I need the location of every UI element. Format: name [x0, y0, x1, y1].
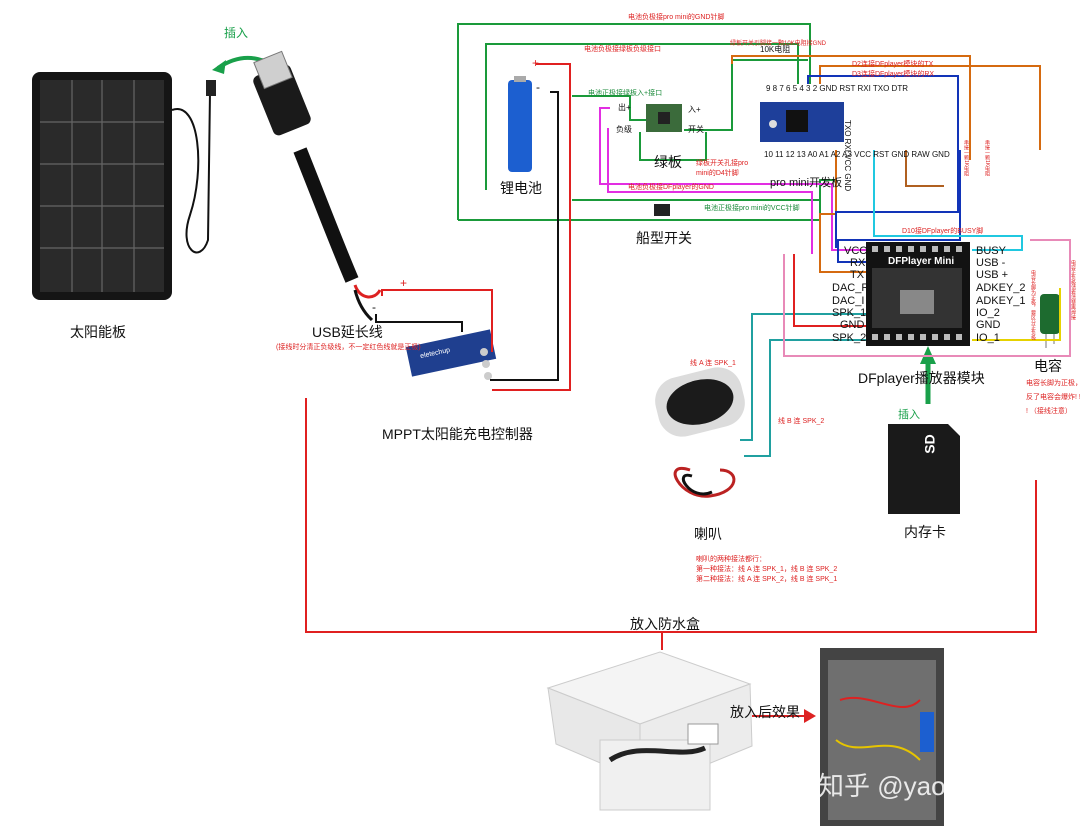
- df-pin-spk2: SPK_2: [832, 332, 867, 344]
- df-pin-tx: TX: [850, 269, 865, 281]
- df-pin-vcc: VCC: [844, 245, 868, 257]
- note-cap-side: 电容正负极请看清楚再焊接: [1070, 260, 1076, 320]
- boat-switch-label: 船型开关: [636, 230, 692, 246]
- usb-ext-note: (接线时分清正负级线，不一定红色线就是正极): [276, 344, 421, 351]
- pro-mini-side: TXO RXI VCC GND: [843, 120, 852, 192]
- resistor-label: 10K电阻: [760, 45, 791, 54]
- speaker-label: 喇叭: [694, 526, 722, 542]
- mppt-label: MPPT太阳能充电控制器: [382, 426, 533, 442]
- card-sd-label: SD: [921, 434, 938, 454]
- insert-card-label: 插入: [898, 409, 920, 421]
- usb-cable-image: [253, 50, 382, 322]
- gb-in-plus: 入+: [688, 105, 701, 114]
- after-effect-label: 放入后效果: [730, 704, 800, 720]
- note-resistor: 绿板开关引脚接一颗10K电阻接GND: [730, 41, 827, 47]
- note-minus-green: 电池负极接绿板负级接口: [584, 46, 661, 53]
- speaker-image: [655, 367, 745, 498]
- gb-out-plus: 出+: [618, 103, 631, 112]
- df-pin-rx: RX: [850, 257, 866, 269]
- solar-panel-label: 太阳能板: [70, 324, 126, 340]
- memory-card-label: 内存卡: [904, 524, 946, 540]
- note-gnd-top: 电池负极接pro mini的GND针脚: [628, 14, 725, 21]
- note-side-2: 串接一颗1K电阻: [984, 140, 990, 177]
- df-pin-adkey1: ADKEY_1: [976, 295, 1026, 307]
- gb-switch: 开关: [688, 125, 704, 134]
- result-photo: [820, 648, 944, 826]
- memory-card-image: [888, 424, 960, 514]
- green-board-label: 绿板: [654, 154, 682, 170]
- df-pin-usb-plus: USB +: [976, 269, 1009, 281]
- df-pin-io2: IO_2: [976, 307, 1000, 319]
- note-switch-d4: 绿板开关孔接pro mini的D4针脚: [696, 160, 749, 177]
- mppt-board-image: [405, 329, 497, 380]
- pro-mini-top-row: 9 8 7 6 5 4 3 2 GND RST RXI TXO DTR: [766, 84, 908, 93]
- df-pin-gnd: GND: [840, 319, 865, 331]
- df-pin-adkey2: ADKEY_2: [976, 282, 1026, 294]
- dfplayer-label: DFplayer播放器模块: [858, 370, 985, 386]
- boat-switch-image: [654, 204, 670, 216]
- pro-mini-image: [760, 102, 844, 142]
- note-d10: D10接DFplayer的BUSY脚: [902, 228, 984, 235]
- battery-label: 锂电池: [500, 180, 542, 196]
- usb-plus-mark: +: [400, 276, 408, 290]
- solar-panel-image: [32, 72, 216, 300]
- battery-image: [508, 76, 532, 172]
- capacitor-label: 电容: [1034, 358, 1062, 374]
- note-d2: D2连接DFplayer模块的TX: [852, 61, 934, 68]
- dfplayer-image: [866, 242, 970, 346]
- note-cap-warn-1: 电容长脚为正极，接: [1026, 380, 1080, 387]
- note-vcc: 电池正极接pro mini的VCC针脚: [704, 205, 800, 212]
- battery-plus-mark: +: [532, 56, 540, 70]
- green-board-image: [646, 104, 682, 132]
- note-df-gnd: 电池负极接DFplayer的GND: [628, 184, 714, 191]
- note-cap-warn-2: 反了电容会爆炸! !: [1026, 394, 1080, 401]
- battery-minus-mark: -: [536, 80, 540, 94]
- usb-ext-label: USB延长线: [312, 324, 383, 340]
- note-cap-vertical: 电容长脚为正极，要区分正负极: [1030, 270, 1036, 340]
- usb-minus-mark: -: [372, 300, 376, 314]
- note-spk2: 线 B 连 SPK_2: [778, 418, 825, 425]
- note-side-1: 串接一颗1K电阻: [963, 140, 969, 177]
- speaker-note-title: 喇叭的两种接法都行：: [696, 556, 766, 563]
- df-pin-spk1: SPK_1: [832, 307, 867, 319]
- speaker-note-1: 第一种接法：线 A 连 SPK_1，线 B 连 SPK_2: [696, 566, 838, 573]
- note-batt-plus: 电池正极接绿板入+接口: [588, 90, 663, 97]
- note-spk1: 线 A 连 SPK_1: [690, 360, 736, 367]
- df-pin-usb-minus: USB -: [976, 257, 1006, 269]
- gb-neg: 负级: [616, 125, 632, 134]
- df-pin-busy: BUSY: [976, 245, 1006, 257]
- df-pin-dac-i: DAC_I: [832, 295, 865, 307]
- note-cap-warn-3: ! （接线注意）: [1026, 408, 1072, 415]
- df-pin-io1: IO_1: [976, 332, 1000, 344]
- df-pin-dac-r: DAC_R: [832, 282, 870, 294]
- note-d3: D3连接DFplayer模块的RX: [852, 71, 935, 78]
- dfplayer-chip-label: DFPlayer Mini: [888, 256, 955, 267]
- df-pin-gnd-r: GND: [976, 319, 1001, 331]
- pro-mini-label: pro mini开发板: [770, 177, 843, 189]
- watermark: 知乎 @yaoquan: [818, 771, 1004, 801]
- insert-top-label: 插入: [224, 26, 249, 40]
- waterproof-box-label: 放入防水盒: [630, 616, 700, 632]
- waterproof-box-image: [546, 651, 753, 811]
- pro-mini-bottom-row: 10 11 12 13 A0 A1 A2 A3 VCC RST GND RAW …: [764, 150, 950, 159]
- speaker-note-2: 第二种接法：线 A 连 SPK_2，线 B 连 SPK_1: [696, 576, 838, 583]
